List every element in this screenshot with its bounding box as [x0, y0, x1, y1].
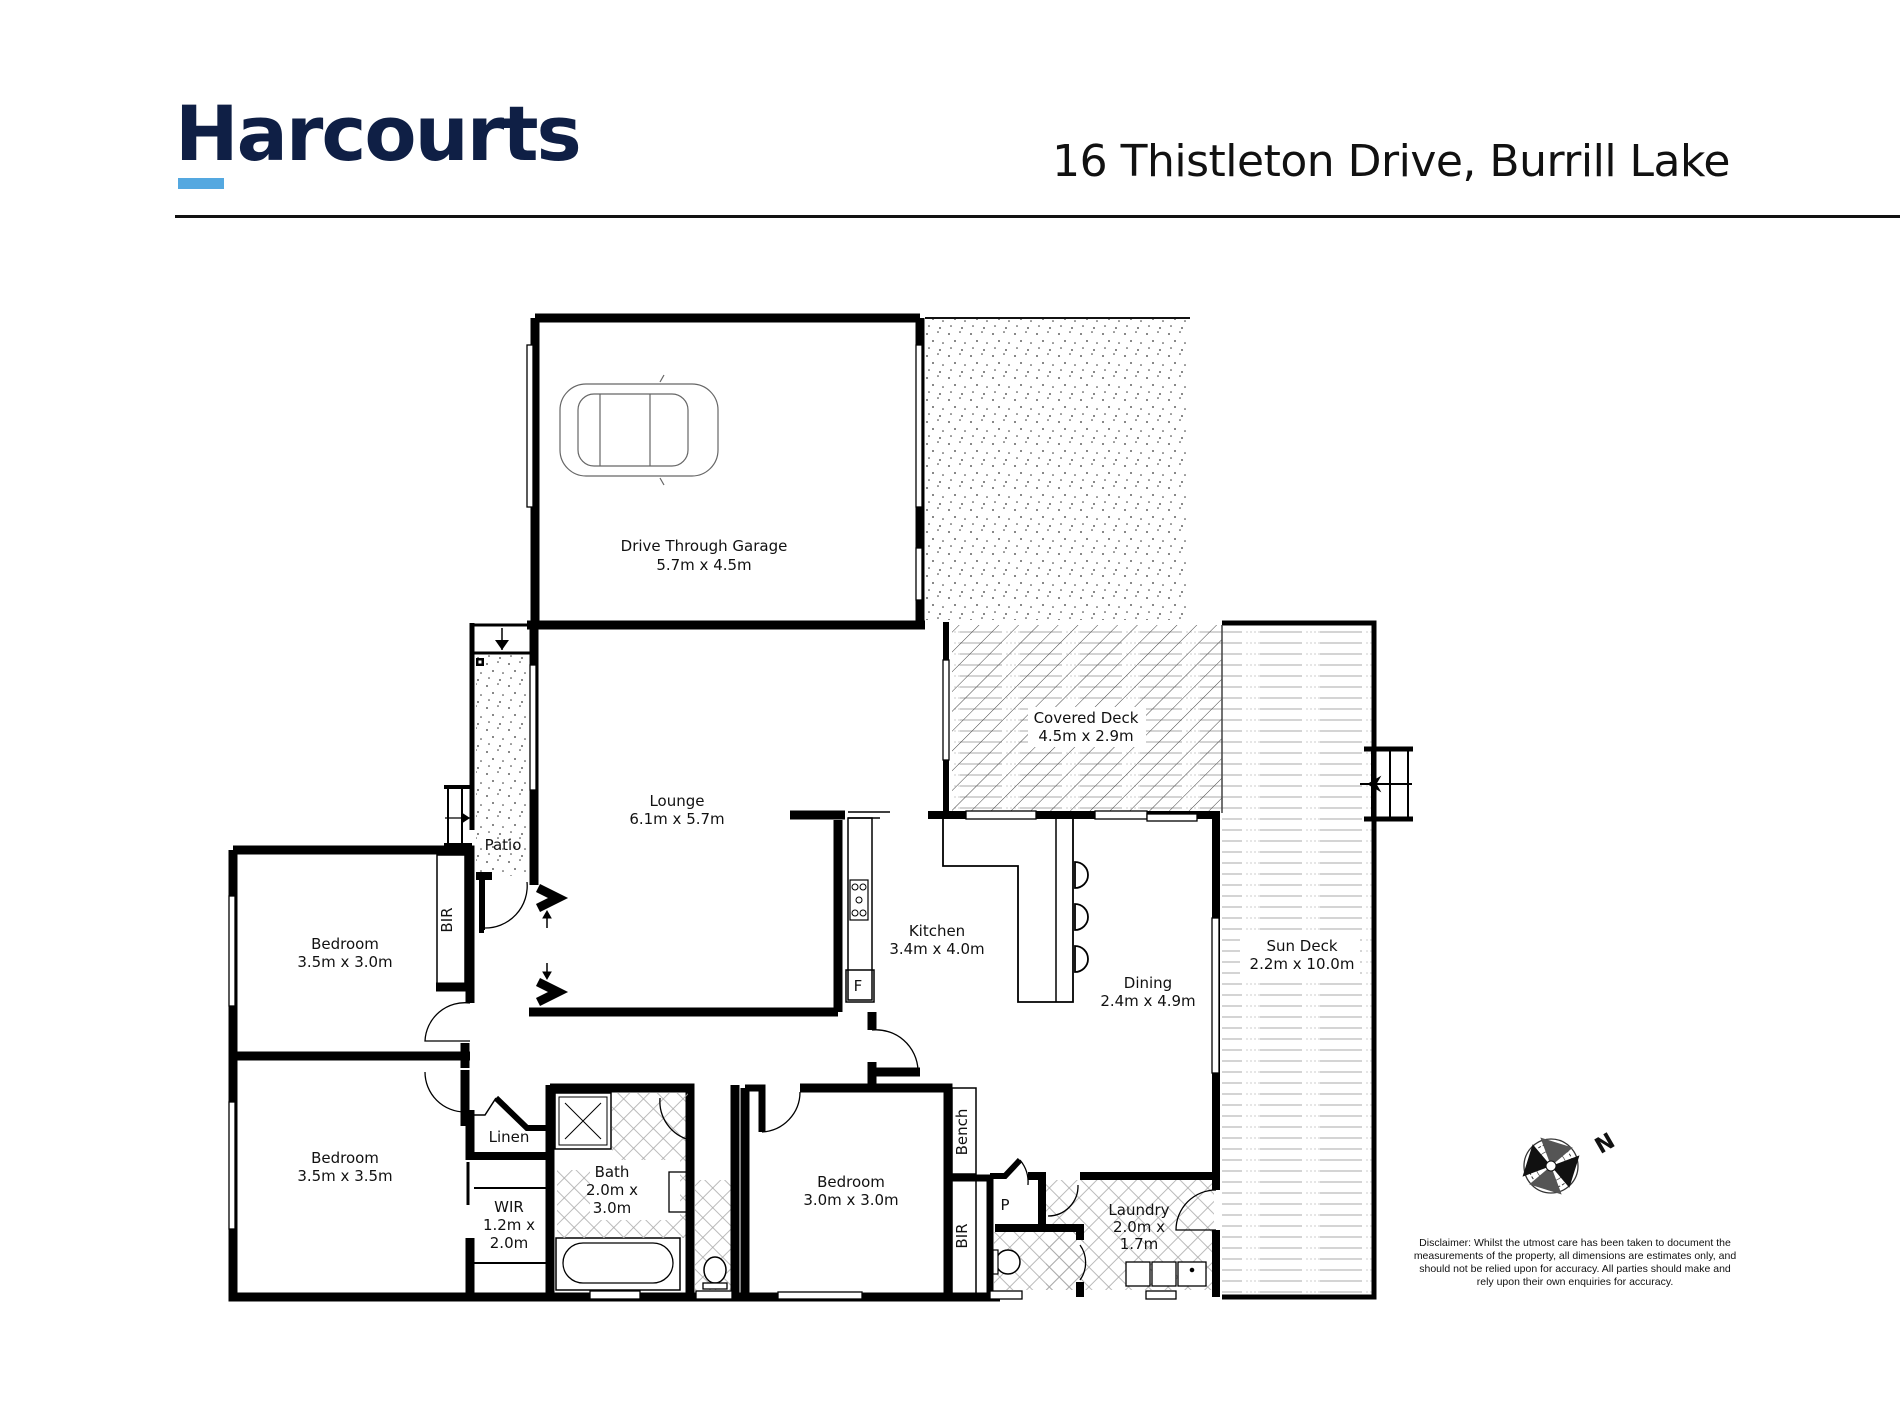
laundry-label: Laundry: [1108, 1201, 1169, 1219]
covered-deck-size: 4.5m x 2.9m: [1038, 727, 1133, 745]
garage-label: Drive Through Garage: [621, 537, 788, 555]
sun-deck-size: 2.2m x 10.0m: [1250, 955, 1355, 973]
bedroom2-label: Bedroom: [311, 1149, 379, 1167]
driveway: [925, 318, 1190, 620]
logo-accent-bar: [178, 178, 224, 189]
bir-label-2: BIR: [953, 1223, 971, 1248]
dining-size: 2.4m x 4.9m: [1100, 992, 1195, 1010]
bedroom3-size: 3.0m x 3.0m: [803, 1191, 898, 1209]
patio-label: Patio: [485, 836, 522, 854]
garage: Drive Through Garage 5.7m x 4.5m: [526, 313, 925, 630]
header-divider: [175, 215, 1900, 218]
bedroom2-size: 3.5m x 3.5m: [297, 1167, 392, 1185]
wir-size-1: 1.2m x: [483, 1216, 535, 1234]
lounge: [529, 625, 890, 1017]
north-label: N: [1591, 1129, 1619, 1160]
harcourts-logo: Harcourts: [175, 89, 582, 189]
laundry-size-2: 1.7m: [1120, 1235, 1158, 1253]
patio: Patio: [444, 623, 532, 876]
bedroom3: [740, 1012, 994, 1300]
bir-label-1: BIR: [438, 907, 456, 932]
bench-label: Bench: [953, 1109, 971, 1156]
fridge-label: F: [854, 977, 863, 995]
bedroom1-label: Bedroom: [311, 935, 379, 953]
pantry-label: P: [1000, 1196, 1009, 1214]
garage-size: 5.7m x 4.5m: [656, 556, 751, 574]
kitchen-size: 3.4m x 4.0m: [889, 940, 984, 958]
sun-deck: Sun Deck 2.2m x 10.0m: [1222, 620, 1413, 1300]
kitchen-label: Kitchen: [909, 922, 965, 940]
property-address: 16 Thistleton Drive, Burrill Lake: [1052, 136, 1730, 187]
bath-size-1: 2.0m x: [586, 1181, 638, 1199]
wir-label: WIR: [494, 1198, 524, 1216]
lounge-size: 6.1m x 5.7m: [629, 810, 724, 828]
dining-label: Dining: [1124, 974, 1172, 992]
covered-deck: Covered Deck 4.5m x 2.9m: [952, 625, 1223, 813]
disclaimer-text: Disclaimer: Whilst the utmost care has b…: [1413, 1237, 1737, 1288]
covered-deck-label: Covered Deck: [1034, 709, 1139, 727]
bath-label: Bath: [595, 1163, 630, 1181]
deck-steps: [1360, 746, 1413, 822]
brand-name: Harcourts: [175, 89, 582, 178]
kitchen: [845, 622, 1220, 1185]
laundry-size-1: 2.0m x: [1113, 1218, 1165, 1236]
sun-deck-label: Sun Deck: [1266, 937, 1337, 955]
wir-size-2: 2.0m: [490, 1234, 528, 1252]
bath-block: [465, 1083, 740, 1300]
bath-size-2: 3.0m: [593, 1199, 631, 1217]
lounge-label: Lounge: [649, 792, 704, 810]
bedroom3-label: Bedroom: [817, 1173, 885, 1191]
car-icon: [559, 374, 719, 486]
laundry-block: [989, 1157, 1220, 1300]
linen-label: Linen: [489, 1128, 530, 1146]
bedroom1-size: 3.5m x 3.0m: [297, 953, 392, 971]
compass-icon: [1522, 1137, 1580, 1195]
